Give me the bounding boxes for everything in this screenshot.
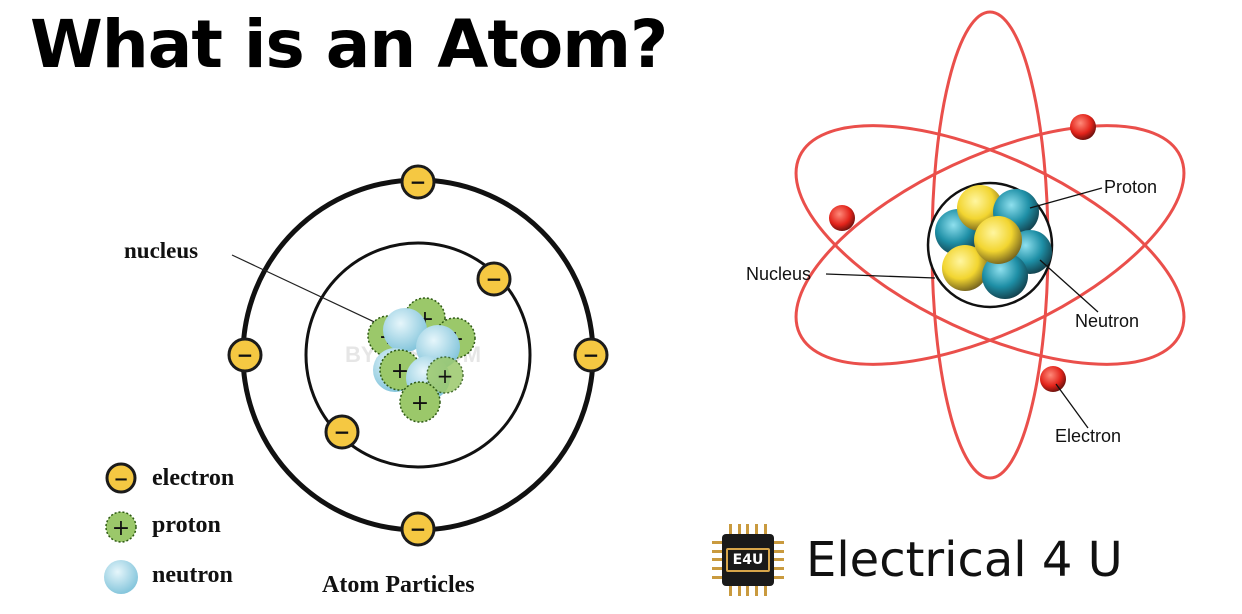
svg-text:−: −	[334, 420, 351, 444]
nucleus-pointer-line	[231, 254, 386, 328]
inner-orbit	[304, 241, 532, 469]
nucleus-callout-line	[825, 273, 936, 279]
svg-text:−: −	[410, 517, 427, 541]
electron-callout-line	[1055, 383, 1089, 429]
legend: − electron + proton neutron	[104, 462, 234, 594]
nucleus-label-right: Nucleus	[746, 264, 811, 284]
brand-logo: E4U	[712, 524, 784, 596]
neutron-label: Neutron	[1075, 311, 1139, 331]
electron: −	[476, 261, 512, 297]
svg-text:+: +	[411, 391, 429, 416]
svg-text:−: −	[410, 170, 427, 194]
nucleus-label: nucleus	[124, 238, 198, 263]
legend-proton: + proton	[105, 511, 221, 543]
electron: −	[573, 337, 609, 373]
brand-name: Electrical 4 U	[806, 532, 1123, 588]
electron: −	[400, 164, 436, 200]
rutherford-atom-diagram: Proton Nucleus Neutron Electron	[746, 10, 1186, 480]
svg-text:+: +	[112, 516, 130, 541]
neutron-callout-line	[1039, 259, 1099, 313]
svg-text:−: −	[237, 343, 254, 367]
legend-proton-label: proton	[152, 512, 221, 538]
nucleus-cluster: + + + + + +	[367, 297, 476, 423]
svg-text:−: −	[583, 343, 600, 367]
svg-text:+: +	[437, 364, 454, 388]
neutron	[982, 253, 1028, 299]
brand-logo-text: E4U	[726, 548, 770, 572]
proton	[974, 216, 1022, 264]
neutron	[383, 308, 427, 352]
electron: −	[227, 337, 263, 373]
electron-label: Electron	[1055, 426, 1121, 446]
svg-text:−: −	[486, 267, 503, 291]
proton: +	[426, 356, 464, 394]
electron: −	[400, 511, 436, 547]
electron	[829, 205, 855, 231]
proton	[942, 245, 988, 291]
page-title: What is an Atom?	[30, 6, 668, 83]
legend-neutron: neutron	[104, 560, 233, 594]
orbit-tilted-a	[794, 124, 1186, 366]
electron: −	[324, 414, 360, 450]
orbit-tilted-b	[794, 124, 1186, 366]
proton-label: Proton	[1104, 177, 1157, 197]
diagram-caption: Atom Particles	[322, 572, 475, 598]
proton: +	[399, 381, 441, 423]
bohr-atom-diagram: BYJU'S.COM nucleus + + + +	[104, 164, 609, 598]
brand: E4U Electrical 4 U	[712, 518, 1123, 602]
legend-electron: − electron	[105, 462, 234, 494]
legend-electron-label: electron	[152, 465, 234, 491]
svg-text:−: −	[113, 469, 128, 490]
electron	[1040, 366, 1066, 392]
electron	[1070, 114, 1096, 140]
proton-callout-line	[1029, 187, 1103, 209]
legend-neutron-label: neutron	[152, 562, 233, 588]
chip-icon: E4U	[722, 534, 774, 586]
svg-text:+: +	[391, 359, 409, 384]
